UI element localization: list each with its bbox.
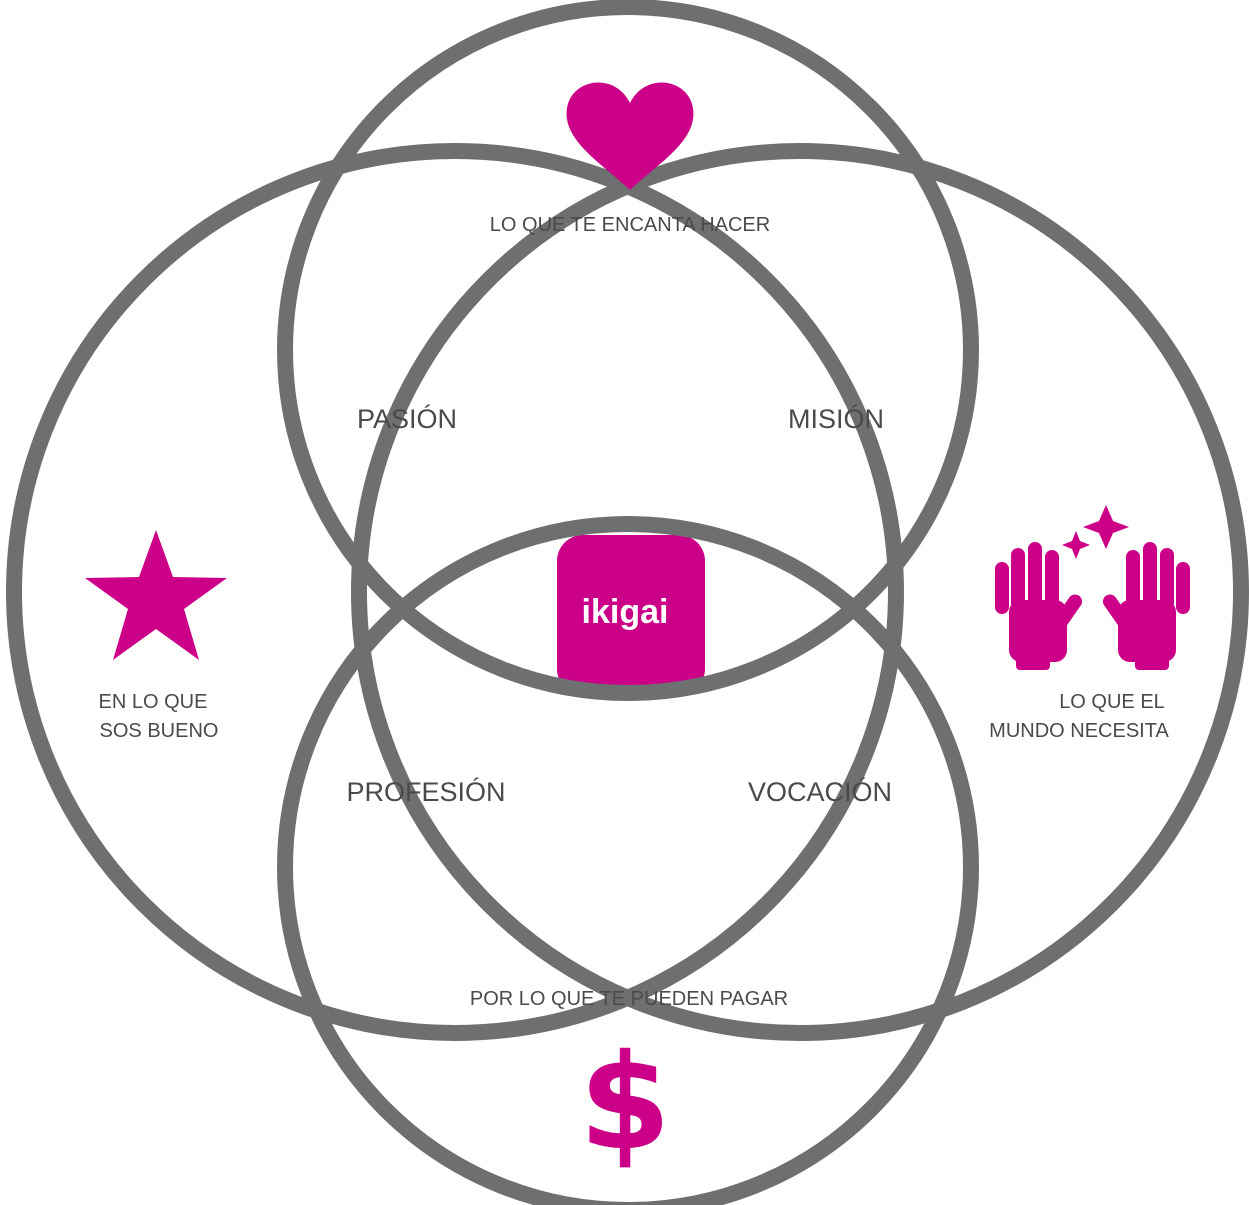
- heart-icon: [566, 82, 694, 190]
- ikigai-center-square: [557, 535, 705, 695]
- right-circle-label-line1: LO QUE EL: [1059, 691, 1165, 713]
- right-circle-label-line2: MUNDO NECESITA: [989, 720, 1169, 742]
- top-circle-label: LO QUE TE ENCANTA HACER: [490, 214, 770, 236]
- circle-bottom: [277, 516, 979, 1205]
- raised-hands-sparkle-icon: [995, 505, 1190, 670]
- intersection-vocacion: VOCACIÓN: [748, 776, 892, 807]
- intersection-pasion: PASIÓN: [357, 403, 457, 434]
- circle-right: [351, 143, 1249, 1041]
- circle-left: [6, 143, 904, 1041]
- intersection-mision: MISIÓN: [788, 403, 884, 434]
- bottom-circle-label: POR LO QUE TE PUEDEN PAGAR: [470, 988, 788, 1010]
- left-circle-label-line2: SOS BUENO: [100, 720, 219, 742]
- ikigai-center-label: ikigai: [582, 593, 669, 631]
- dollar-icon: $: [579, 1026, 671, 1180]
- circle-top: [277, 0, 979, 701]
- intersection-profesion: PROFESIÓN: [346, 776, 505, 807]
- star-icon: [85, 530, 227, 660]
- left-circle-label-line1: EN LO QUE: [99, 691, 208, 713]
